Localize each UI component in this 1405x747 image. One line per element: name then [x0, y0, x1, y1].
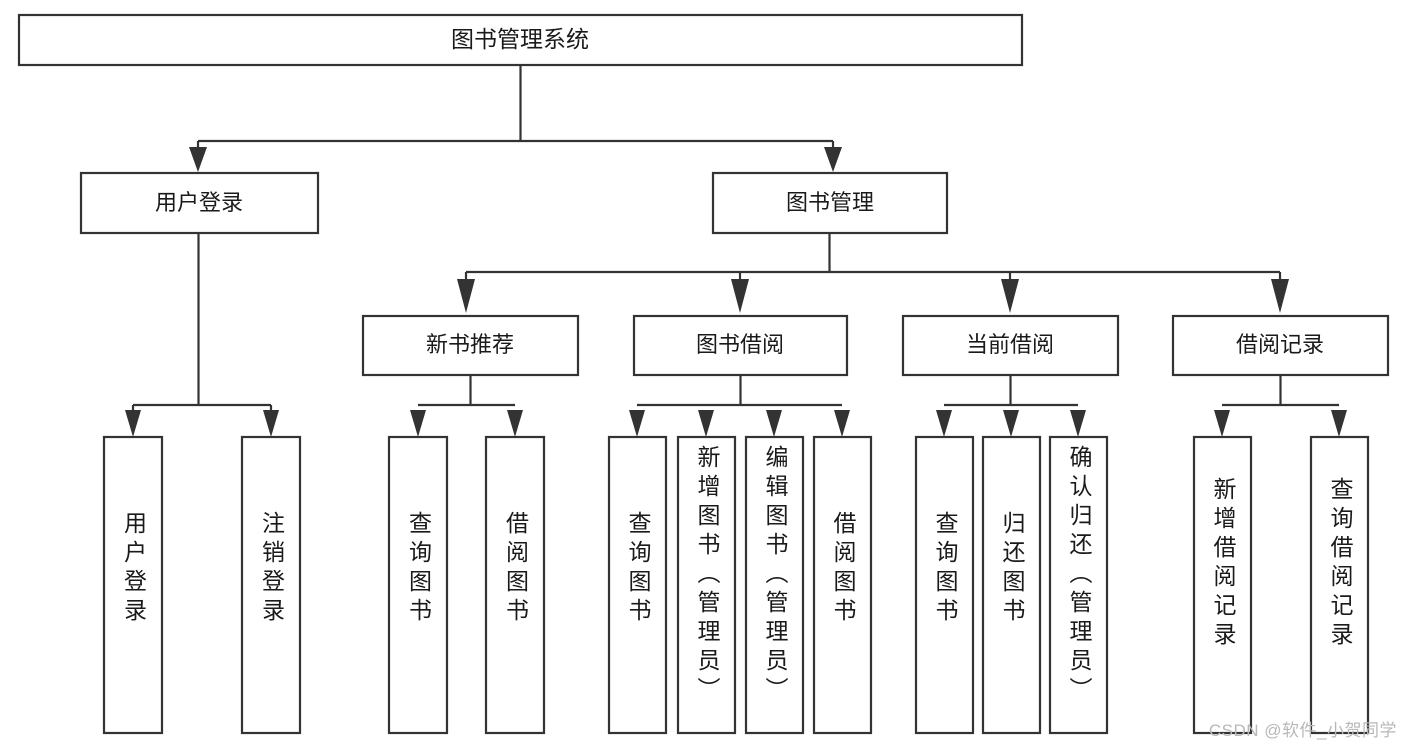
node-book-management[interactable]	[711, 171, 949, 235]
arrow-head-leaf-borrow-book-1	[507, 410, 523, 437]
node-book-borrow[interactable]	[632, 314, 849, 377]
node-root[interactable]	[17, 13, 1024, 67]
node-current-borrow[interactable]	[901, 314, 1120, 377]
arrow-head-user-login	[189, 147, 207, 172]
node-user-login[interactable]	[79, 171, 320, 235]
node-leaf-borrow-book-2[interactable]	[812, 435, 873, 735]
connector-group-book-borrow	[629, 375, 850, 437]
connector-group-root	[189, 66, 842, 172]
node-book-management-label: 图书管理	[786, 190, 874, 215]
arrow-head-leaf-user-logout	[263, 410, 279, 437]
arrow-head-leaf-query-book-2	[629, 410, 645, 437]
arrow-head-leaf-edit-book	[766, 410, 782, 437]
arrow-head-book-management	[824, 147, 842, 172]
node-leaf-query-book-2[interactable]	[607, 435, 668, 735]
arrow-head-current-borrow	[1001, 279, 1019, 313]
arrow-head-leaf-return-book	[1003, 410, 1019, 437]
node-leaf-query-book-1[interactable]	[387, 435, 449, 735]
node-leaf-return-book[interactable]	[981, 435, 1042, 735]
node-leaf-edit-book[interactable]	[744, 435, 805, 735]
arrow-head-leaf-add-record	[1214, 410, 1230, 437]
node-new-book-recommend-label: 新书推荐	[426, 332, 514, 357]
connector-group-borrow-record	[1214, 375, 1347, 437]
node-root-label: 图书管理系统	[451, 26, 589, 52]
connector-group-new-book-recommend	[410, 375, 523, 437]
node-leaf-user-login[interactable]	[102, 435, 164, 735]
arrow-head-leaf-borrow-book-2	[834, 410, 850, 437]
arrow-head-borrow-record	[1271, 279, 1289, 313]
node-user-login-label: 用户登录	[155, 190, 243, 215]
node-leaf-query-record[interactable]	[1309, 435, 1370, 735]
node-borrow-record[interactable]	[1171, 314, 1390, 377]
node-leaf-confirm-return[interactable]	[1048, 435, 1109, 735]
connector-group-book-management	[457, 234, 1289, 313]
node-new-book-recommend[interactable]	[361, 314, 580, 377]
node-borrow-record-label: 借阅记录	[1236, 332, 1324, 357]
connector-group-user-login	[125, 233, 279, 437]
node-leaf-user-logout[interactable]	[240, 435, 302, 735]
arrow-head-leaf-confirm-return	[1070, 410, 1086, 437]
arrow-head-leaf-add-book	[698, 410, 714, 437]
arrow-head-leaf-user-login	[125, 410, 141, 437]
arrow-head-leaf-query-record	[1331, 410, 1347, 437]
arrow-head-new-book-recommend	[457, 279, 475, 313]
node-current-borrow-label: 当前借阅	[966, 332, 1054, 357]
arrow-head-leaf-query-book-1	[410, 410, 426, 437]
node-leaf-query-book-3[interactable]	[914, 435, 975, 735]
node-book-borrow-label: 图书借阅	[696, 332, 784, 357]
watermark-text: CSDN @软件_小贺同学	[1208, 721, 1397, 740]
arrow-head-leaf-query-book-3	[936, 410, 952, 437]
connector-group-current-borrow	[936, 375, 1086, 437]
node-leaf-borrow-book-1[interactable]	[484, 435, 546, 735]
node-leaf-add-book[interactable]	[676, 435, 737, 735]
node-leaf-add-record[interactable]	[1192, 435, 1253, 735]
arrow-head-book-borrow	[731, 279, 749, 313]
